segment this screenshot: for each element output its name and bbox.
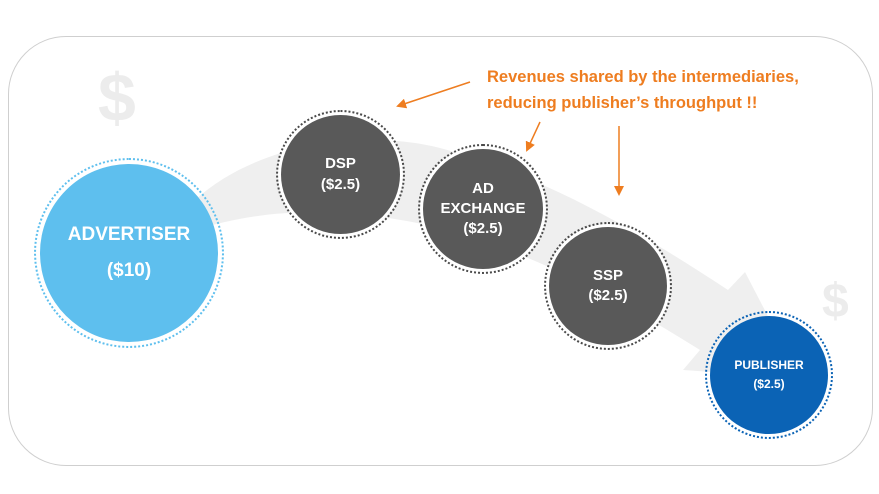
annotation-arrow-dsp (396, 81, 471, 109)
dsp-node: DSP ($2.5) (276, 110, 405, 239)
publisher-amount: ($2.5) (753, 377, 785, 391)
ssp-amount: ($2.5) (588, 287, 628, 304)
dsp-amount: ($2.5) (320, 175, 361, 193)
ad-exchange-label-line-2: EXCHANGE (440, 199, 526, 217)
annotation-arrow-ad-exchange (525, 121, 541, 152)
ad-exchange-node: AD EXCHANGE ($2.5) (418, 144, 548, 274)
ssp-node: SSP ($2.5) (544, 222, 672, 350)
ssp-label: SSP (592, 266, 623, 284)
advertiser-amount: ($10) (106, 260, 152, 281)
ad-exchange-amount: ($2.5) (463, 220, 503, 238)
dollar-watermark-right: $ (822, 275, 849, 328)
annotation-line-2: reducing publisher’s throughput !! (487, 94, 758, 112)
advertiser-node: ADVERTISER ($10) (34, 158, 224, 348)
dollar-watermark-left: $ (98, 60, 136, 136)
annotation-line-1: Revenues shared by the intermediaries, (487, 68, 799, 86)
publisher-label: PUBLISHER (734, 357, 804, 372)
publisher-node: PUBLISHER ($2.5) (705, 311, 833, 439)
dsp-label: DSP (325, 155, 356, 173)
ad-exchange-label-line-1: AD (472, 179, 494, 197)
advertiser-label: ADVERTISER (67, 223, 191, 245)
annotation-text: Revenues shared by the intermediaries, r… (487, 64, 799, 116)
